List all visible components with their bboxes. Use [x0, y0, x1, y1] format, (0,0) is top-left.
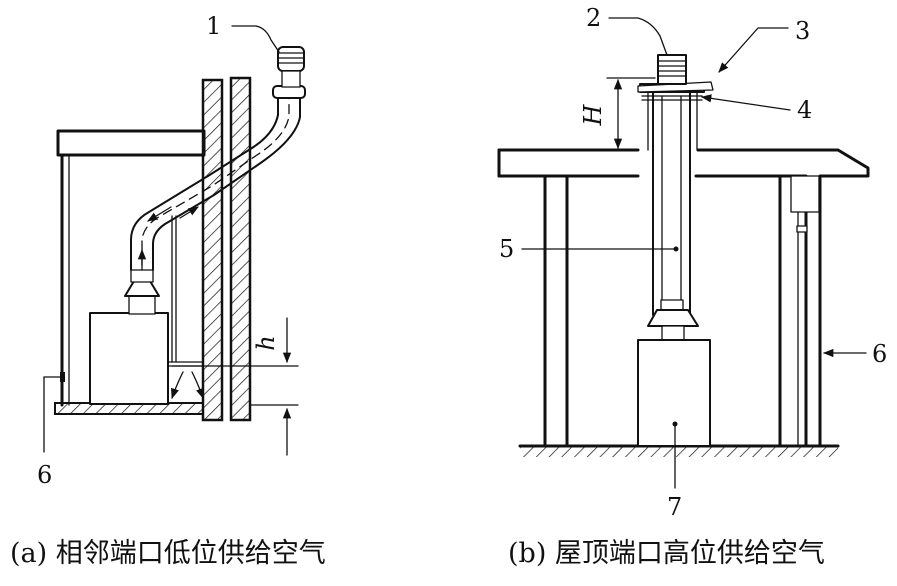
panel-b-leader-4: 4 [700, 94, 812, 124]
panel-b-caption: (b) 屋顶端口高位供给空气 [508, 538, 825, 569]
panel-a-label-1: 1 [206, 12, 221, 40]
panel-a-height-symbol: h [252, 335, 280, 350]
panel-b-ground [518, 444, 840, 457]
panel-a-water-heater [89, 269, 169, 405]
panel-b-dimension-H: H [579, 77, 656, 150]
panel-a-terminal-cap [277, 46, 305, 88]
panel-b-flue-pipe [647, 89, 699, 341]
panel-b-label-3: 3 [795, 17, 810, 45]
panel-b-leader-6: 6 [822, 340, 887, 368]
panel-a-adjacent-low-supply: h 1 6 (a) 相邻端口低位供给空气 [10, 12, 326, 569]
panel-b-label-6: 6 [872, 340, 887, 368]
panel-b-leader-7: 7 [667, 423, 682, 521]
panel-b-building [497, 148, 870, 448]
panel-b-label-4: 4 [797, 96, 812, 124]
panel-a-flue-pipe [130, 85, 306, 271]
panel-b-label-5: 5 [499, 235, 514, 263]
panel-a-label-6: 6 [37, 461, 52, 489]
panel-a-vent-opening [60, 372, 65, 382]
panel-b-roof-flashing [637, 81, 714, 151]
panel-a-leader-1: 1 [206, 12, 280, 53]
panel-a-intake-pipe [167, 215, 204, 399]
panel-b-leader-3: 3 [718, 17, 810, 73]
panel-b-label-7: 7 [667, 493, 682, 521]
panel-a-dimension-h: h [171, 317, 299, 456]
panel-a-exterior-wall [201, 76, 252, 422]
panel-b-roof-high-supply: H 2 3 4 5 6 7 (b) 屋顶端口高位供给空气 [497, 4, 887, 569]
panel-a-caption: (a) 相邻端口低位供给空气 [10, 538, 326, 569]
panel-a-enclosure [56, 129, 206, 407]
panel-b-water-heater [637, 339, 711, 447]
panel-b-leader-2: 2 [586, 4, 668, 56]
panel-b-leader-5: 5 [499, 235, 677, 263]
panel-b-label-2: 2 [586, 4, 601, 32]
panel-b-terminal-cap [657, 54, 687, 85]
panel-b-height-symbol: H [579, 103, 607, 126]
panel-a-leader-6: 6 [37, 376, 61, 489]
